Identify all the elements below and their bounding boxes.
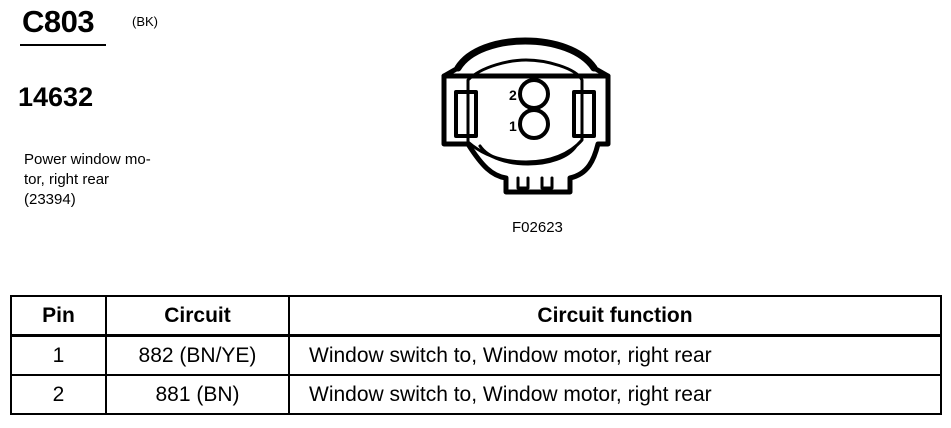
pin-1-cavity <box>518 108 550 140</box>
header-circuit-function: Circuit function <box>288 295 942 337</box>
connector-housing <box>441 73 611 195</box>
pin-circuit-table: Pin Circuit Circuit function 1 882 (BN/Y… <box>10 295 942 415</box>
description-line: (23394) <box>24 191 76 208</box>
connector-locking-arc <box>454 37 598 72</box>
cell-circuit-function: Window switch to, Window motor, right re… <box>288 334 942 376</box>
pin-2-label: 2 <box>509 87 517 103</box>
cell-circuit: 881 (BN) <box>105 374 290 415</box>
table-header-row: Pin Circuit Circuit function <box>10 295 942 337</box>
header-circuit: Circuit <box>105 295 290 337</box>
description-line: Power window mo- <box>24 151 151 168</box>
component-description: Power window mo- tor, right rear (23394) <box>24 150 194 210</box>
connector-id: C803 <box>22 4 95 39</box>
connector-face-diagram: 2 1 <box>441 37 611 195</box>
pin-1-label: 1 <box>509 118 517 134</box>
left-latch <box>454 90 478 138</box>
header-pin: Pin <box>10 295 107 337</box>
pin-2-cavity <box>518 78 550 110</box>
cell-pin: 1 <box>10 334 107 376</box>
right-latch <box>572 90 596 138</box>
description-line: tor, right rear <box>24 171 110 188</box>
table-row: 1 882 (BN/YE) Window switch to, Window m… <box>10 334 942 376</box>
cell-circuit-function: Window switch to, Window motor, right re… <box>288 374 942 415</box>
table-row: 2 881 (BN) Window switch to, Window moto… <box>10 374 942 415</box>
part-number: 14632 <box>18 82 94 112</box>
cell-pin: 2 <box>10 374 107 415</box>
connector-color: (BK) <box>132 14 158 29</box>
cell-circuit: 882 (BN/YE) <box>105 334 290 376</box>
figure-id: F02623 <box>512 219 563 236</box>
connector-id-underline <box>20 44 106 46</box>
keying-notches <box>516 176 554 190</box>
